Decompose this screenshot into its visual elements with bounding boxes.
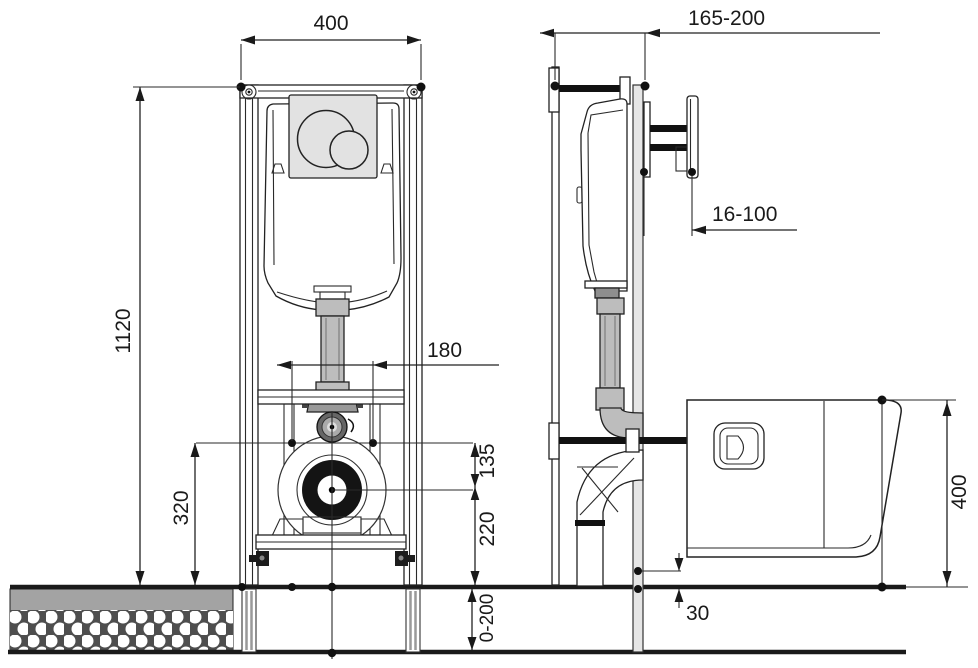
dim-actuator-depth-label: 16-100 — [712, 203, 777, 226]
floor-slab-aggregate-dots — [10, 610, 233, 652]
flush-pipe-side — [584, 280, 644, 439]
drain-clamp-band — [575, 520, 605, 526]
actuator-rod-lower — [650, 144, 687, 151]
dim-bolt-spacing: 180 — [277, 339, 499, 441]
mounting-rod-top — [559, 85, 620, 92]
cistern-clip-right — [380, 163, 394, 174]
cistern-side-inner-lines — [587, 109, 624, 287]
dim-frame-width: 400 — [236, 12, 426, 92]
dim-frame-height-label: 1120 — [112, 308, 135, 353]
bottom-bracket-flange — [548, 422, 560, 460]
dim-bowl-clearance: 30 — [674, 553, 709, 625]
dim-frame-width-label: 400 — [313, 12, 348, 35]
actuator-rod-upper — [650, 125, 687, 132]
flush-button-small — [329, 130, 369, 170]
foot-right — [405, 588, 421, 653]
cistern-clip-left — [271, 163, 285, 174]
dim-supply-height: 320 — [170, 443, 200, 585]
side-view — [548, 66, 902, 653]
dim-supply-to-outlet-label: 135 — [476, 443, 499, 478]
frame-rail-side — [551, 66, 560, 586]
drain-bend-side — [575, 449, 644, 587]
dim-installation-depth: 165-200 — [540, 7, 880, 91]
mounting-rod-bottom — [559, 437, 687, 444]
flush-plate — [288, 94, 378, 179]
wall-section — [632, 84, 644, 653]
water-inlet-fitting — [316, 411, 355, 443]
dim-offset-and-outlet: 135 220 — [470, 443, 499, 585]
dim-bowl-height-label: 400 — [948, 474, 971, 509]
cistern-side-clip — [576, 186, 583, 204]
foot-clamp-left — [249, 551, 269, 566]
actuator-plate-side — [640, 95, 699, 179]
front-view — [196, 84, 473, 659]
dim-bowl-height: 400 — [877, 395, 971, 592]
floor-assembly — [8, 584, 968, 655]
dim-frame-height: 1120 — [112, 86, 240, 585]
dim-installation-depth-label: 165-200 — [688, 7, 765, 30]
dim-supply-height-label: 320 — [170, 490, 193, 525]
frame-left-rail — [239, 84, 259, 586]
frame-screw-right — [406, 84, 422, 100]
foot-left — [241, 588, 257, 653]
dim-bowl-clearance-label: 30 — [686, 602, 709, 625]
dim-actuator-depth: 16-100 — [643, 176, 797, 236]
actuator-faceplate — [686, 95, 699, 179]
frame-screw-left — [241, 84, 257, 100]
toilet-bowl-side — [634, 399, 902, 593]
dim-floor-buildup-label: 0-200 — [477, 594, 498, 643]
dim-bolt-spacing-label: 180 — [427, 339, 462, 362]
dim-floor-buildup: 0-200 — [467, 589, 498, 650]
dim-outlet-height-label: 220 — [476, 511, 499, 546]
foot-clamp-right — [395, 551, 415, 566]
frame-right-rail — [403, 84, 423, 586]
cistern-side — [580, 98, 628, 292]
trap-cover — [713, 422, 765, 470]
rod-wall-nut — [625, 428, 640, 453]
